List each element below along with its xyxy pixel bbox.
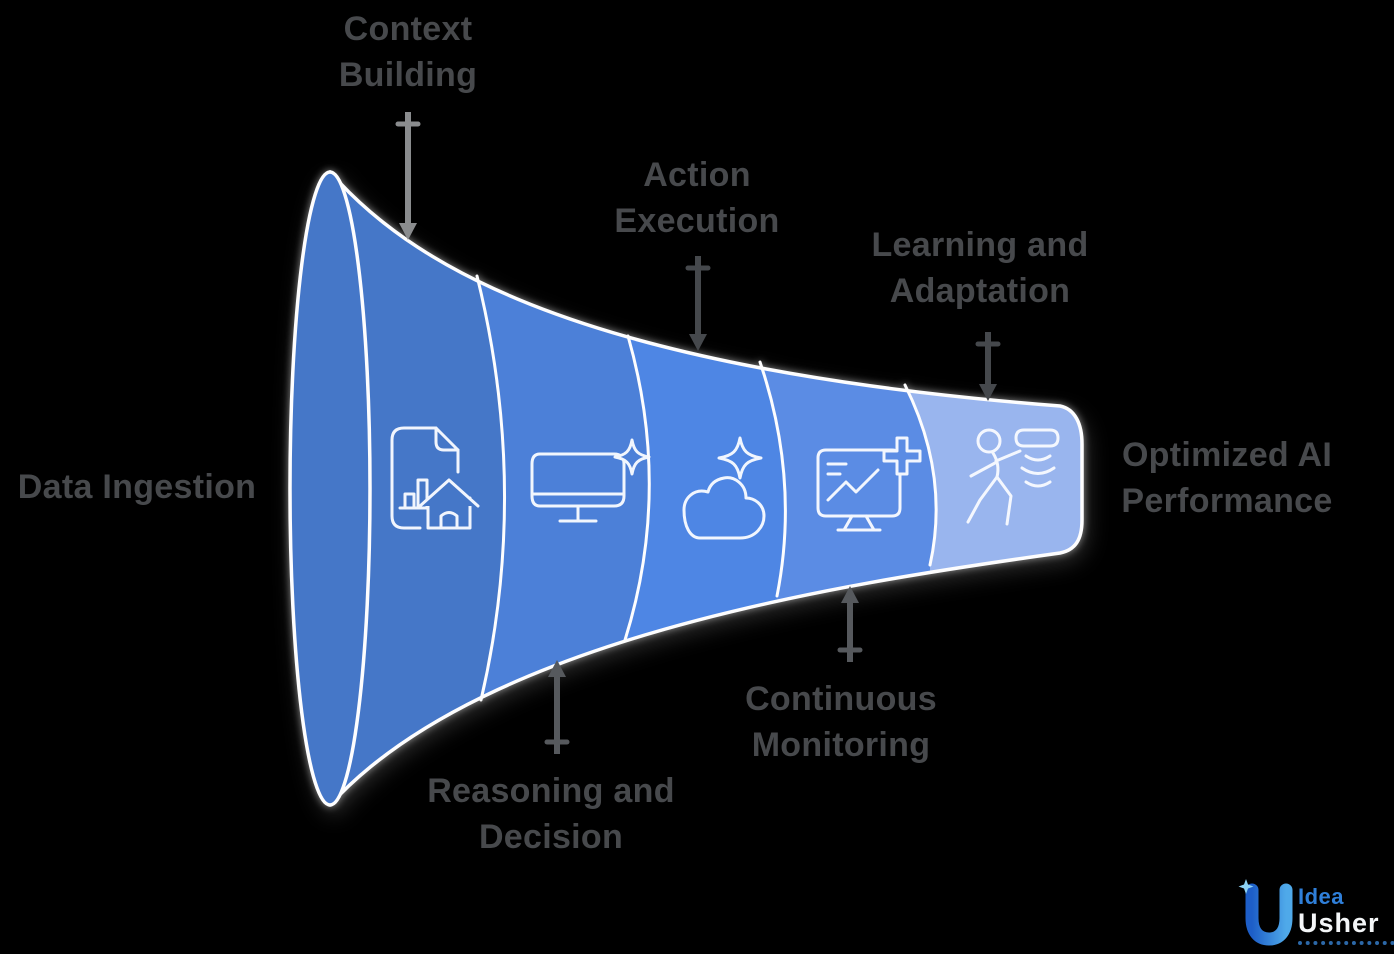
label-line: Learning and bbox=[871, 226, 1089, 264]
funnel-outline bbox=[328, 170, 1084, 807]
document-chart-house-icon bbox=[390, 426, 480, 530]
context-building-arrow bbox=[395, 112, 421, 240]
label-learning-adaptation: Learning and Adaptation bbox=[835, 222, 1125, 314]
label-line: Optimized AI bbox=[1121, 436, 1333, 474]
label-line: Adaptation bbox=[889, 272, 1071, 310]
label-line: Context bbox=[343, 10, 473, 48]
label-context-building: Context Building bbox=[268, 6, 548, 98]
label-data-ingestion: Data Ingestion bbox=[0, 464, 274, 510]
label-line: Decision bbox=[478, 818, 624, 856]
section-separator-1 bbox=[475, 274, 507, 702]
action-execution-arrow bbox=[685, 256, 711, 351]
cloud-sparkle-icon bbox=[682, 436, 766, 540]
label-line: Performance bbox=[1121, 482, 1333, 520]
section-separator-3 bbox=[758, 360, 787, 598]
label-line: Reasoning and bbox=[427, 772, 675, 810]
label-line: Data Ingestion bbox=[17, 468, 257, 506]
logo-tagline bbox=[1298, 941, 1394, 945]
label-reasoning-decision: Reasoning and Decision bbox=[409, 768, 693, 860]
label-continuous-monitoring: Continuous Monitoring bbox=[699, 676, 983, 768]
section-separator-2 bbox=[623, 334, 651, 642]
logo-word-usher: Usher bbox=[1298, 908, 1380, 938]
sparkle-icon bbox=[1238, 879, 1254, 894]
label-line: Monitoring bbox=[751, 726, 931, 764]
label-optimized-ai-performance: Optimized AI Performance bbox=[1095, 432, 1359, 524]
funnel-mouth-ellipse bbox=[288, 170, 372, 807]
label-line: Continuous bbox=[745, 680, 937, 718]
reasoning-decision-arrow bbox=[544, 660, 570, 754]
monitor-sparkle-icon bbox=[530, 438, 651, 523]
label-line: Execution bbox=[614, 202, 780, 240]
idea-usher-logo: Idea Usher bbox=[1238, 878, 1394, 950]
logo-word-idea: Idea bbox=[1298, 884, 1345, 909]
continuous-monitoring-arrow bbox=[837, 586, 863, 662]
section-separator-4 bbox=[903, 383, 938, 567]
label-line: Building bbox=[338, 56, 478, 94]
logo-text: Idea Usher bbox=[1298, 886, 1394, 945]
person-motion-icon bbox=[966, 428, 1060, 526]
idea-usher-u-icon bbox=[1238, 879, 1293, 946]
monitor-health-plus-icon bbox=[816, 436, 922, 532]
label-line: Action bbox=[643, 156, 751, 194]
label-action-execution: Action Execution bbox=[557, 152, 837, 244]
learning-adaptation-arrow bbox=[975, 332, 1001, 401]
